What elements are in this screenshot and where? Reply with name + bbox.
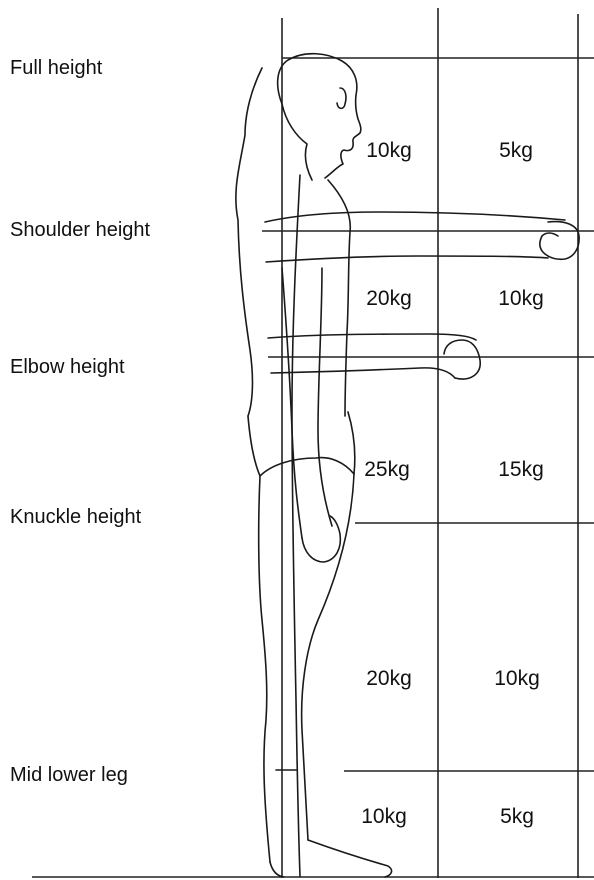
weight-far-shoulder-elbow: 10kg [498, 288, 544, 309]
level-label-full-height: Full height [10, 58, 102, 78]
reaching-hand-outline [540, 222, 579, 260]
head-outline [278, 54, 361, 180]
shorts-outline [248, 412, 355, 476]
weight-close-elbow-knuckle: 25kg [364, 459, 410, 480]
hanging-arm-outline [282, 268, 332, 538]
level-label-elbow-height: Elbow height [10, 357, 125, 377]
front-leg-outline [302, 474, 354, 840]
level-label-mid-lower-leg: Mid lower leg [10, 765, 128, 785]
back-torso-outline [236, 68, 262, 416]
elbow-arm-outline [268, 334, 476, 378]
level-label-knuckle-height: Knuckle height [10, 507, 141, 527]
upper-arm-outline [265, 212, 565, 262]
weight-close-full-shoulder: 10kg [366, 140, 412, 161]
weight-far-full-shoulder: 5kg [499, 140, 533, 161]
weight-close-knuckle-midleg: 20kg [366, 668, 412, 689]
level-label-shoulder-height: Shoulder height [10, 220, 150, 240]
weight-far-elbow-knuckle: 15kg [498, 459, 544, 480]
ear-outline [337, 88, 346, 108]
front-torso-outline [328, 180, 350, 416]
weight-close-midleg-floor: 10kg [361, 806, 407, 827]
foot-outline [270, 840, 392, 877]
weight-far-midleg-floor: 5kg [500, 806, 534, 827]
back-leg-outline [259, 476, 270, 862]
weight-far-knuckle-midleg: 10kg [494, 668, 540, 689]
body-centerline [292, 175, 300, 876]
hanging-hand-outline [302, 516, 340, 562]
weight-close-shoulder-elbow: 20kg [366, 288, 412, 309]
